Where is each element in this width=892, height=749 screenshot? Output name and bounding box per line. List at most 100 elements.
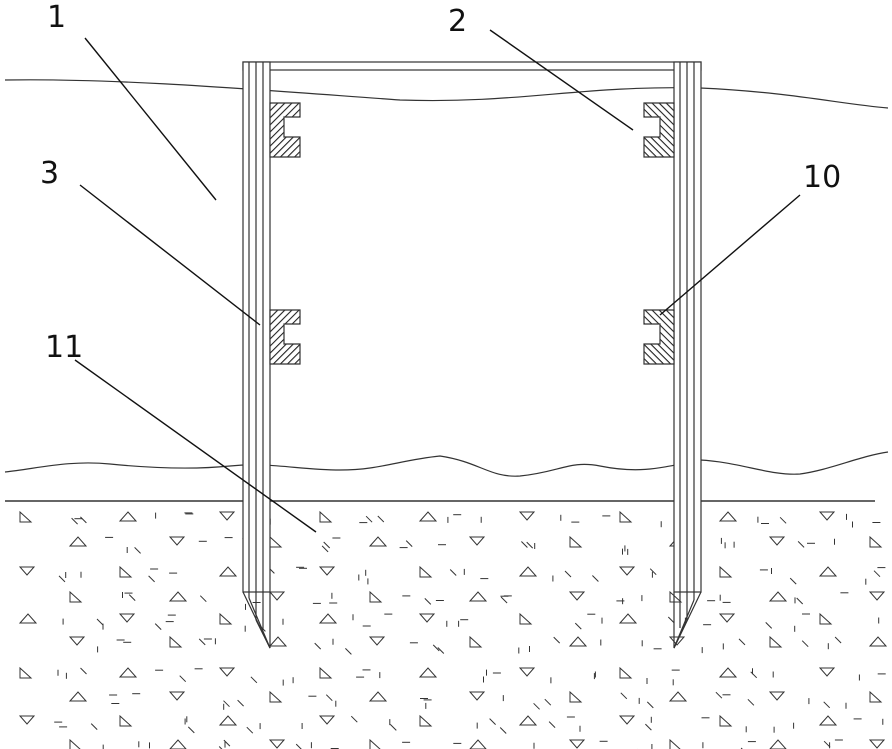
soil-triangle (870, 592, 884, 600)
soil-triangle (170, 637, 181, 647)
soil-triangle (370, 637, 384, 645)
soil-triangle (720, 567, 731, 577)
soil-triangle (320, 668, 331, 678)
soil-triangle (520, 512, 534, 520)
soil-dash (149, 576, 155, 582)
soil-dash (554, 637, 560, 643)
soil-dash (296, 744, 302, 749)
soil-dash (155, 624, 161, 630)
soil-triangle (320, 716, 334, 724)
soil-dash (200, 596, 206, 602)
soil-triangle (320, 512, 331, 522)
label-2: 2 (448, 4, 467, 39)
soil-dash (565, 571, 571, 577)
soil-triangle (120, 614, 134, 622)
soil-dash (450, 570, 456, 576)
soil-triangle (170, 592, 186, 601)
soil-dash (797, 598, 803, 604)
soil-triangle (520, 567, 536, 576)
soil-dash (534, 703, 540, 709)
soil-dash (97, 619, 103, 625)
soil-triangle (570, 740, 584, 748)
label-3: 3 (40, 156, 59, 191)
soil-triangle (520, 614, 531, 624)
soil-triangle (770, 537, 784, 545)
soil-triangle (820, 512, 834, 520)
soil-dash (224, 701, 230, 707)
soil-dash (81, 668, 87, 674)
riverbed-wave-line (5, 452, 888, 476)
soil-triangle (20, 668, 31, 678)
bracket-right-middle (644, 310, 674, 364)
soil-triangle (770, 592, 786, 601)
soil-dash (766, 622, 772, 628)
soil-triangle (520, 716, 536, 725)
soil-triangle (270, 592, 284, 600)
soil-triangle (570, 592, 584, 600)
soil-triangle (720, 716, 731, 726)
soil-dash (575, 623, 581, 629)
soil-triangle (820, 716, 836, 725)
soil-triangle (670, 740, 681, 749)
soil-dash (501, 597, 507, 603)
soil-triangle (70, 692, 86, 701)
soil-dash (716, 692, 722, 698)
soil-triangle (870, 537, 881, 547)
soil-triangle (770, 692, 784, 700)
soil-dash (545, 699, 551, 705)
left-steel-sheet-pile (243, 62, 270, 648)
soil-dash (621, 693, 627, 699)
soil-dash (668, 617, 674, 623)
soil-triangle (420, 567, 431, 577)
soil-triangle (220, 567, 236, 576)
soil-dash (798, 541, 804, 547)
bracket-left-middle (270, 310, 300, 364)
soil-triangle (320, 614, 336, 623)
soil-dash (199, 639, 205, 645)
soil-dash (315, 643, 321, 649)
soil-dash (500, 728, 506, 734)
soil-dash (824, 702, 830, 708)
soil-dash (129, 595, 135, 601)
soil-triangle (270, 637, 286, 646)
soil-triangle (70, 592, 81, 602)
soil-dash (366, 516, 372, 522)
leader-line-11 (75, 360, 316, 532)
leader-line-2 (490, 30, 633, 130)
soil-dash (645, 724, 651, 730)
soil-triangle (120, 512, 136, 521)
soil-triangle (120, 668, 136, 677)
soil-dash (790, 578, 796, 584)
soil-triangle (620, 567, 634, 575)
soil-dash (135, 547, 141, 553)
soil-triangle (470, 637, 481, 647)
soil-triangle (720, 668, 736, 677)
leader-line-3 (80, 185, 260, 325)
soil-triangle (670, 692, 686, 701)
soil-dash (751, 672, 757, 678)
soil-triangle (370, 592, 381, 602)
soil-triangle (120, 567, 131, 577)
soil-dash (490, 719, 496, 725)
soil-triangle (720, 512, 736, 521)
soil-dash (247, 727, 253, 733)
soil-triangle (770, 740, 786, 749)
soil-dash (739, 639, 745, 645)
soil-triangle (220, 512, 234, 520)
soil-triangle (20, 567, 34, 575)
soil-triangle (370, 692, 386, 701)
soil-triangle (370, 537, 386, 546)
soil-triangle (270, 692, 281, 702)
soil-texture (20, 512, 886, 749)
soil-triangle (570, 537, 581, 547)
soil-triangle (70, 740, 81, 749)
soil-triangle (620, 668, 631, 678)
soil-triangle (520, 668, 534, 676)
soil-triangle (370, 740, 381, 749)
soil-triangle (820, 567, 836, 576)
soil-dash (647, 702, 653, 708)
soil-dash (835, 637, 841, 643)
soil-triangle (420, 668, 436, 677)
